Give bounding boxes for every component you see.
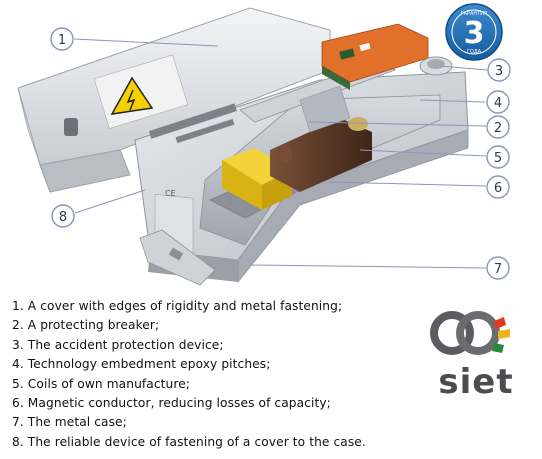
svg-text:2: 2 xyxy=(494,121,502,136)
legend-item: 4. Technology embedment epoxy pitches; xyxy=(12,357,271,372)
brand-name: siet xyxy=(438,362,514,402)
cover xyxy=(17,7,331,193)
high-voltage-warning-icon xyxy=(93,54,189,129)
round-connector xyxy=(419,56,453,76)
siet-logo-icon xyxy=(430,311,510,355)
callout-4: 4 xyxy=(486,90,510,114)
callout-2: 2 xyxy=(486,115,510,139)
guarantee-years: 3 xyxy=(464,16,485,51)
legend-item: 2. A protecting breaker; xyxy=(12,318,160,333)
callout-3: 3 xyxy=(487,58,511,82)
epoxy-coil xyxy=(270,117,372,192)
svg-text:3: 3 xyxy=(495,64,503,79)
callout-8: 8 xyxy=(51,204,75,228)
guarantee-top-text: ГАРАНТИЯ xyxy=(461,11,488,17)
svg-text:6: 6 xyxy=(494,181,502,196)
guarantee-badge: 3 ГАРАНТИЯ ГОДА xyxy=(445,3,503,61)
legend-item: 5. Coils of own manufacture; xyxy=(12,376,191,391)
svg-text:7: 7 xyxy=(494,262,502,277)
legend-item: 6. Magnetic conductor, reducing losses o… xyxy=(12,396,331,411)
protection-pcb xyxy=(321,23,429,90)
legend-list: 1. A cover with edges of rigidity and me… xyxy=(12,297,432,452)
callout-5: 5 xyxy=(486,145,510,169)
cover-fastening-slot xyxy=(64,118,78,136)
legend-item: 7. The metal case; xyxy=(12,415,127,430)
svg-text:5: 5 xyxy=(494,151,502,166)
svg-text:CE: CE xyxy=(165,189,176,198)
svg-text:8: 8 xyxy=(59,210,67,225)
svg-text:1: 1 xyxy=(58,33,66,48)
legend-item: 8. The reliable device of fastening of a… xyxy=(12,434,366,449)
callout-6: 6 xyxy=(486,175,510,199)
guarantee-bottom-text: ГОДА xyxy=(467,49,482,55)
callout-1: 1 xyxy=(50,27,74,51)
leader-lines xyxy=(73,38,488,269)
callout-7: 7 xyxy=(486,256,510,280)
legend-item: 1. A cover with edges of rigidity and me… xyxy=(12,299,343,313)
legend-item: 3. The accident protection device; xyxy=(12,337,224,352)
svg-text:4: 4 xyxy=(494,96,502,111)
